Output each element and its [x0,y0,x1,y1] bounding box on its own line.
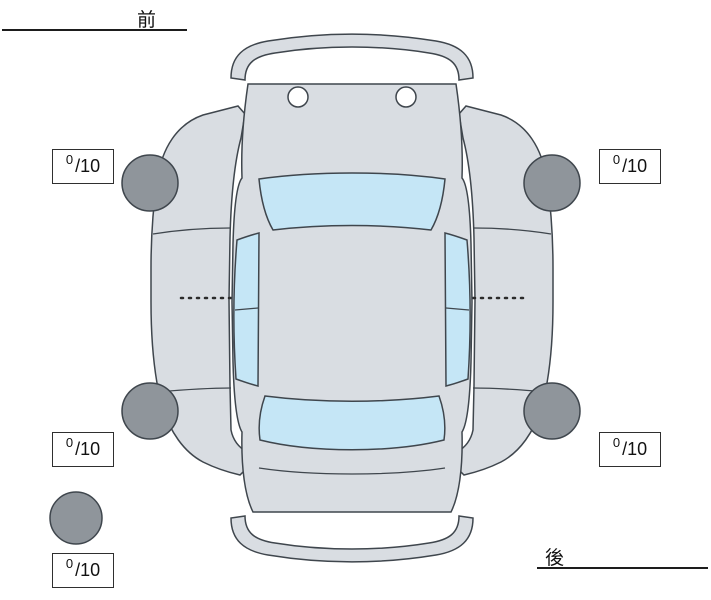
left-front-door-seam [152,227,231,235]
score-denominator: /10 [75,439,101,459]
b-pillar-left [234,307,259,311]
wheel-rear-right-icon [523,382,581,440]
score-value: 0 [612,435,621,450]
score-box-front-right: 0 /10 [599,149,661,184]
rear-label: 後 [545,548,566,569]
front-bumper [230,33,474,81]
hood-circle-right-icon [395,86,417,108]
front-label: 前 [137,10,158,31]
spare-tire-icon [49,491,103,545]
score-box-spare-tire: 0 /10 [52,553,114,588]
score-denominator: /10 [622,439,648,459]
score-box-front-left: 0 /10 [52,149,114,184]
b-pillar-right [445,307,470,311]
trunk-seam [258,467,446,475]
wheel-front-right-icon [523,154,581,212]
score-value: 0 [65,556,74,571]
wheel-rear-left-icon [121,382,179,440]
score-value: 0 [612,152,621,167]
score-denominator: /10 [75,560,101,580]
hood-circle-left-icon [287,86,309,108]
right-front-door-seam [473,227,552,235]
score-value: 0 [65,152,74,167]
front-underline [2,29,187,31]
rear-underline [537,567,708,569]
score-box-rear-right: 0 /10 [599,432,661,467]
score-box-rear-left: 0 /10 [52,432,114,467]
score-denominator: /10 [75,156,101,176]
score-denominator: /10 [622,156,648,176]
rear-bumper [230,515,474,563]
windshield-glass [258,172,446,231]
wheel-front-left-icon [121,154,179,212]
rear-glass [258,395,446,451]
score-value: 0 [65,435,74,450]
